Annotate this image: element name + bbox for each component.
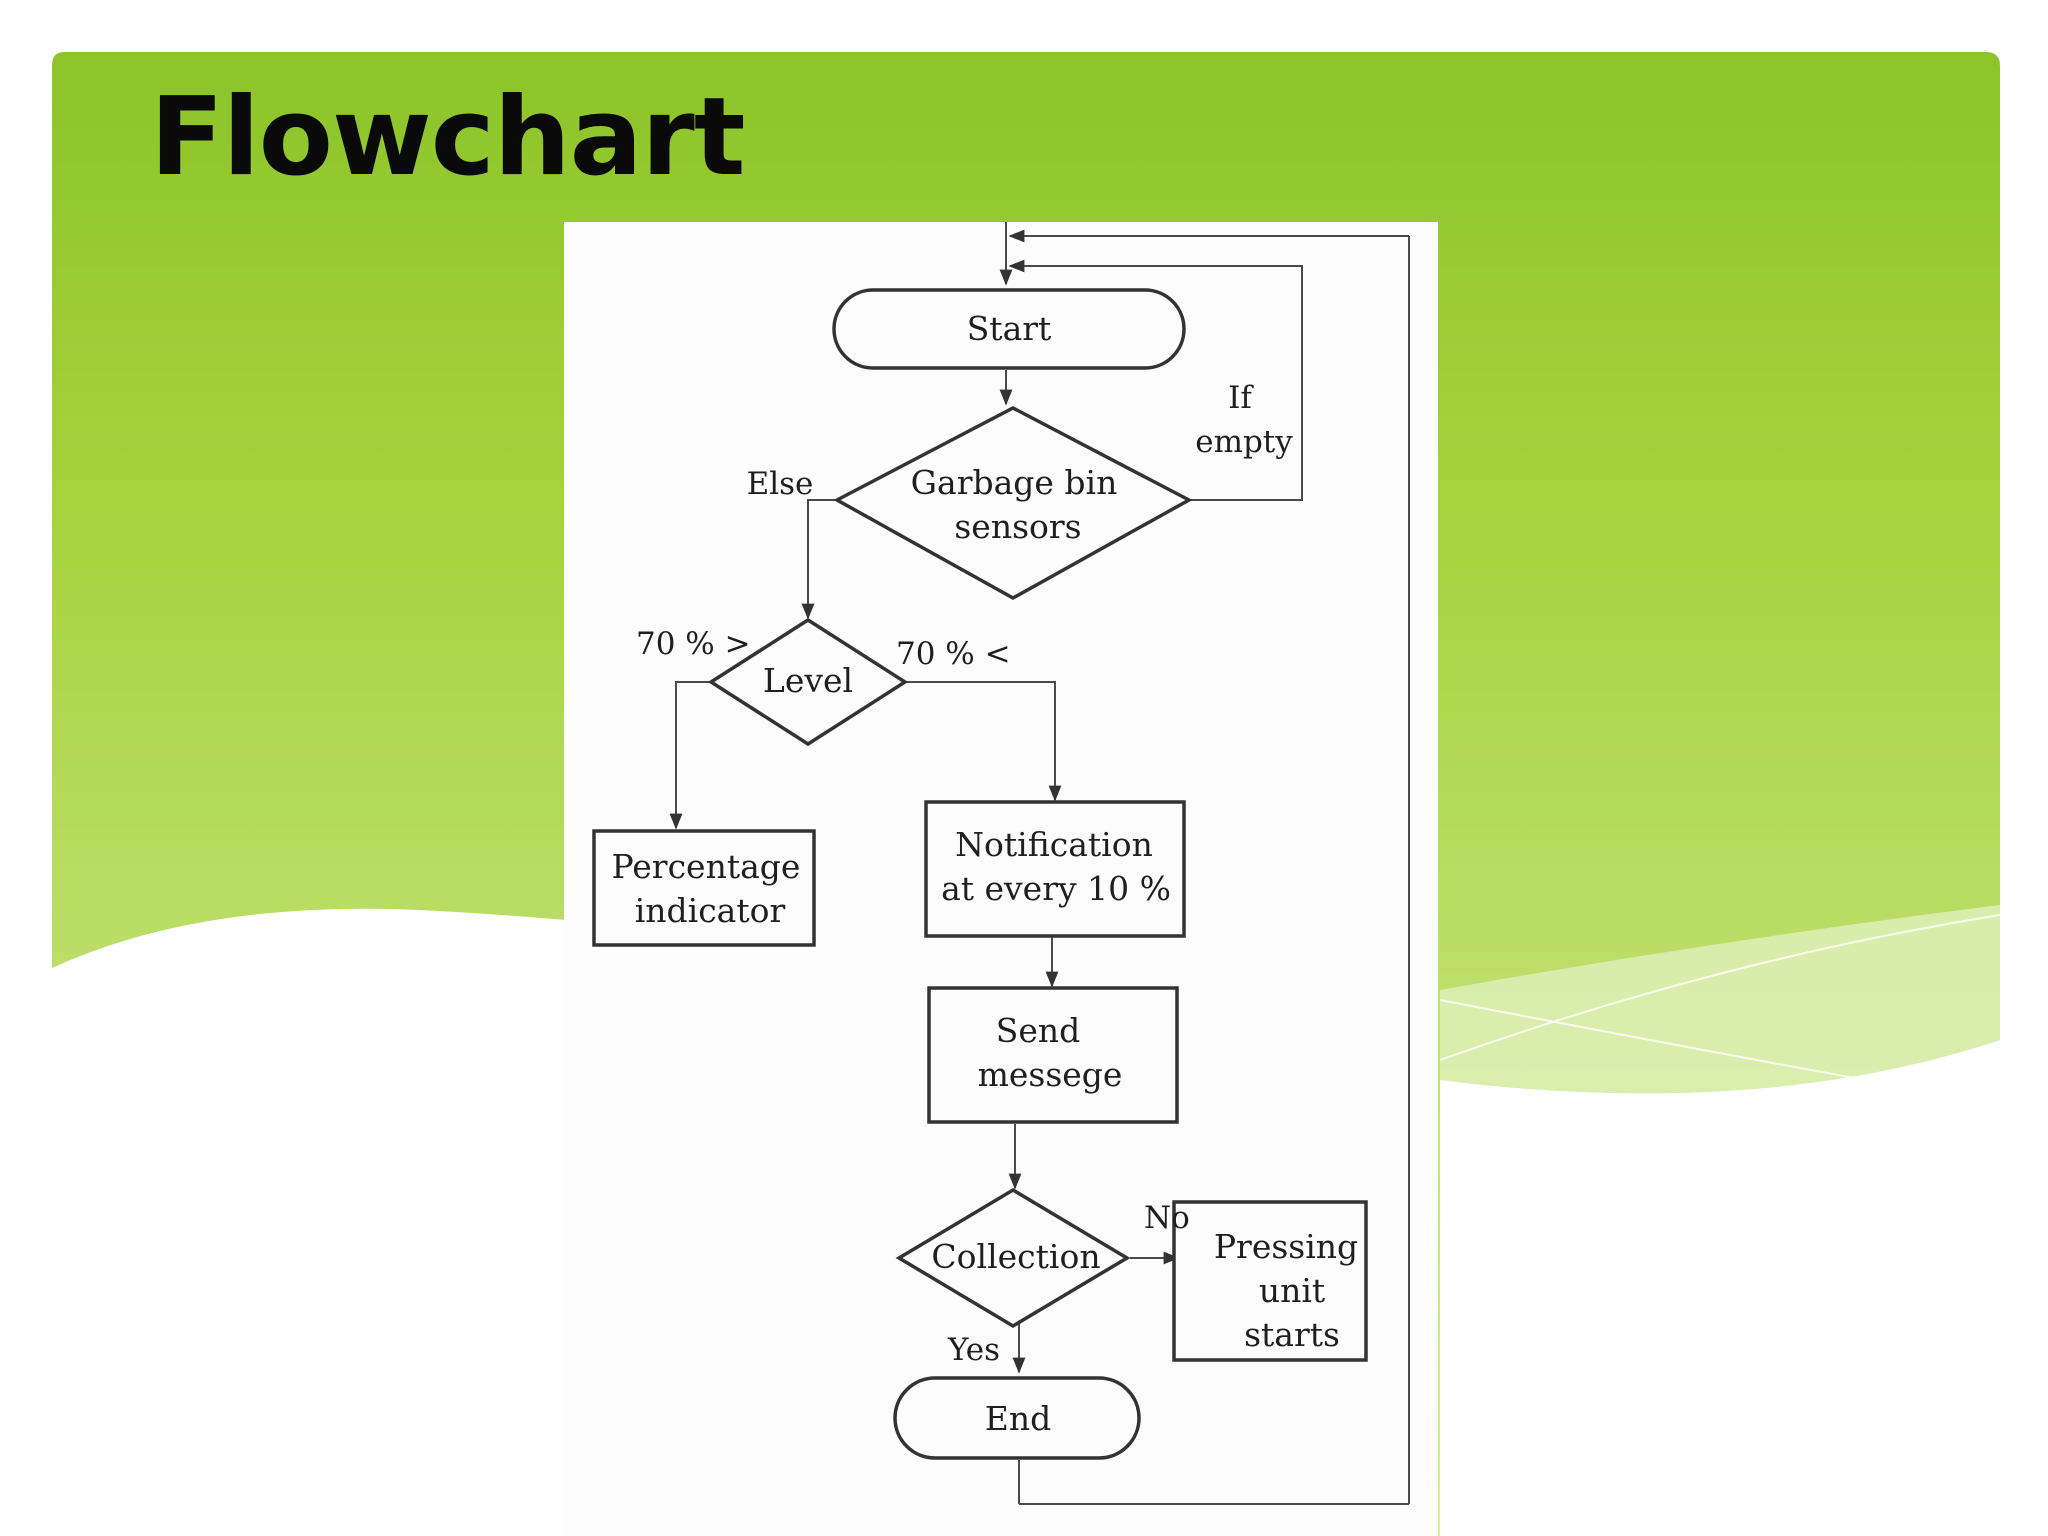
percentage-indicator-node: Percentage indicator [592,829,816,947]
yes-label: Yes [947,1332,1000,1368]
level-low-label: 70 % > [636,626,751,662]
percentage-label-line-2: indicator [635,891,786,930]
percentage-label-line-1: Percentage [612,847,801,886]
if-empty-label-line-2: empty [1195,424,1293,460]
send-message-node: Send messege [927,986,1179,1124]
start-node: Start [832,288,1186,370]
send-label-line-2: messege [978,1055,1123,1094]
if-empty-label-line-1: If [1228,380,1254,416]
collection-decision-node: Collection [895,1187,1131,1329]
flowchart-panel: Start Garbage bin sensors Level Percenta… [564,222,1438,1536]
no-label: No [1144,1200,1190,1236]
arrow-else-to-level [801,499,837,620]
start-label: Start [967,309,1052,348]
arrow-level-to-percentage [669,681,711,830]
end-label: End [985,1399,1051,1438]
flowchart-diagram: Start Garbage bin sensors Level Percenta… [592,222,1410,1505]
sensors-label-line-2: sensors [954,507,1081,546]
pressing-unit-node: Pressing unit starts [1172,1200,1368,1362]
arrow-level-to-notification [905,681,1062,802]
arrow-if-empty-loop [1008,259,1303,501]
notification-label-line-1: Notification [955,825,1153,864]
pressing-label-line-1: Pressing [1214,1227,1358,1266]
level-decision-node: Level [707,617,909,747]
sensors-label-line-1: Garbage bin [911,463,1118,502]
sensors-decision-node: Garbage bin sensors [833,406,1193,601]
level-label: Level [763,661,853,700]
pressing-label-line-2: unit [1259,1271,1325,1310]
notification-node: Notification at every 10 % [924,800,1186,938]
else-label: Else [747,466,814,502]
level-high-label: 70 % < [896,636,1011,672]
end-node: End [893,1376,1141,1460]
collection-label: Collection [931,1237,1100,1276]
notification-label-line-2: at every 10 % [941,869,1171,908]
slide-title: Flowchart [150,75,745,200]
pressing-label-line-3: starts [1244,1315,1340,1354]
send-label-line-1: Send [996,1011,1081,1050]
connectors [669,222,1410,1505]
